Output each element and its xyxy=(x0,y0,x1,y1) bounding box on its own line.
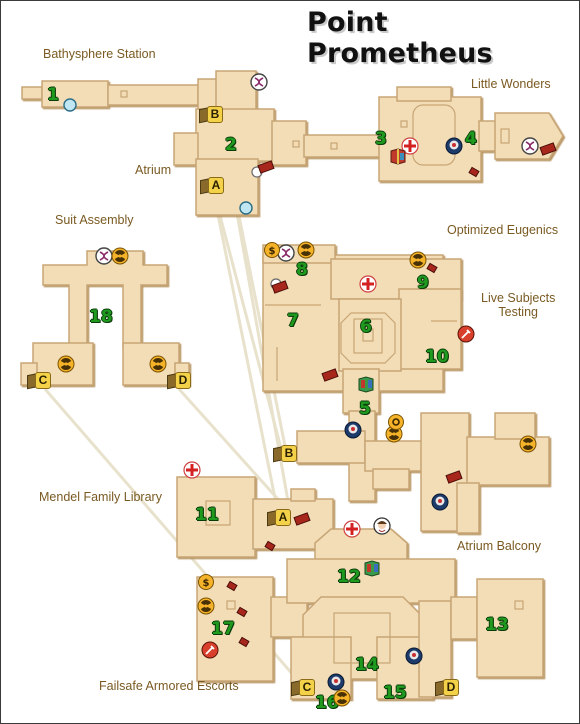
area-label-atrium-balcony: Atrium Balcony xyxy=(457,539,542,553)
bathysphere-icon xyxy=(239,201,253,215)
map-marker-6: 6 xyxy=(360,317,372,337)
health-station-icon xyxy=(401,137,419,155)
map-marker-18: 18 xyxy=(89,307,113,327)
map-marker-14: 14 xyxy=(355,655,379,675)
audio-diary-icon xyxy=(226,580,238,592)
teleport-point-c-lower: C xyxy=(291,678,315,697)
ammo-crate-icon xyxy=(271,280,289,294)
area-label-mendel-family-library: Mendel Family Library xyxy=(39,490,162,504)
power-to-the-people-icon xyxy=(385,425,403,443)
big-daddy-icon xyxy=(431,493,449,511)
map-marker-13: 13 xyxy=(485,615,509,635)
power-to-the-people-icon xyxy=(519,435,537,453)
power-to-the-people-icon xyxy=(111,247,129,265)
audio-diary-icon xyxy=(426,262,438,274)
teleport-point-c-suit-assembly: C xyxy=(27,371,51,390)
ammo-crate-icon xyxy=(445,470,463,484)
power-to-the-people-icon xyxy=(297,241,315,259)
teleport-point-d-suit-assembly: D xyxy=(167,371,191,390)
security-camera-icon xyxy=(457,325,475,343)
power-to-the-people-icon xyxy=(57,355,75,373)
teleport-point-a-lower: A xyxy=(267,508,291,527)
security-camera-icon xyxy=(201,641,219,659)
power-to-the-people-icon xyxy=(409,251,427,269)
health-station-icon xyxy=(343,520,361,538)
map-marker-1: 1 xyxy=(47,85,59,105)
gene-bank-icon xyxy=(521,137,539,155)
audio-diary-icon xyxy=(264,540,276,552)
big-daddy-icon xyxy=(445,137,463,155)
map-marker-15: 15 xyxy=(383,683,407,703)
power-to-the-people-icon xyxy=(197,597,215,615)
map-marker-2: 2 xyxy=(225,135,237,155)
area-label-little-wonders: Little Wonders xyxy=(471,77,551,91)
audio-diary-icon xyxy=(238,636,250,648)
map-marker-9: 9 xyxy=(417,273,429,293)
area-label-failsafe-armored-escorts: Failsafe Armored Escorts xyxy=(99,679,239,693)
dollar-bill-icon: $ xyxy=(264,242,280,258)
teleport-point-a-atrium: A xyxy=(200,176,224,195)
circus-of-values-icon xyxy=(390,148,406,165)
area-label-suit-assembly: Suit Assembly xyxy=(55,213,134,227)
map-marker-3: 3 xyxy=(375,129,387,149)
map-marker-17: 17 xyxy=(211,619,235,639)
floor-areas xyxy=(20,70,564,700)
map-title: Point Prometheus xyxy=(307,7,493,69)
area-label-atrium: Atrium xyxy=(135,163,172,177)
vita-chamber-icon xyxy=(388,414,404,430)
map-marker-7: 7 xyxy=(287,311,299,331)
big-daddy-icon xyxy=(327,673,345,691)
map-marker-16: 16 xyxy=(315,693,339,713)
area-label-optimized-eugenics: Optimized Eugenics xyxy=(447,223,559,237)
audio-diary-icon xyxy=(236,606,248,618)
svg-text:$: $ xyxy=(203,578,210,589)
little-sister-icon xyxy=(373,517,391,535)
bathysphere-icon xyxy=(63,98,77,112)
map-marker-5: 5 xyxy=(359,399,371,419)
teleport-point-b-atrium: B xyxy=(199,105,223,124)
gene-bank-icon xyxy=(250,73,268,91)
floor-details xyxy=(120,90,524,664)
audio-diary-icon xyxy=(468,166,480,178)
health-station-icon xyxy=(359,275,377,293)
ammo-crate-icon xyxy=(257,160,275,174)
area-label-bathysphere-station: Bathysphere Station xyxy=(43,47,156,61)
ammo-crate-icon xyxy=(321,368,339,382)
teleport-point-d-lower: D xyxy=(435,678,459,697)
u-invent-icon xyxy=(358,376,374,393)
ammo-crate-icon xyxy=(539,142,557,156)
map-marker-10: 10 xyxy=(425,347,449,367)
power-to-the-people-icon xyxy=(149,355,167,373)
map-marker-12: 12 xyxy=(337,567,361,587)
power-to-the-people-icon xyxy=(333,689,351,707)
map-marker-8: 8 xyxy=(296,260,308,280)
big-daddy-icon xyxy=(405,647,423,665)
map-marker-11: 11 xyxy=(195,505,219,525)
big-daddy-icon xyxy=(344,421,362,439)
teleport-point-b-lower: B xyxy=(273,444,297,463)
circus-of-values-icon xyxy=(364,560,380,577)
health-station-icon xyxy=(183,461,201,479)
svg-text:$: $ xyxy=(269,246,276,257)
map-marker-4: 4 xyxy=(465,129,477,149)
ammo-crate-icon xyxy=(293,512,311,526)
area-label-live-subjects-testing: Live Subjects Testing xyxy=(481,291,556,319)
dollar-bill-icon: $ xyxy=(198,574,214,590)
